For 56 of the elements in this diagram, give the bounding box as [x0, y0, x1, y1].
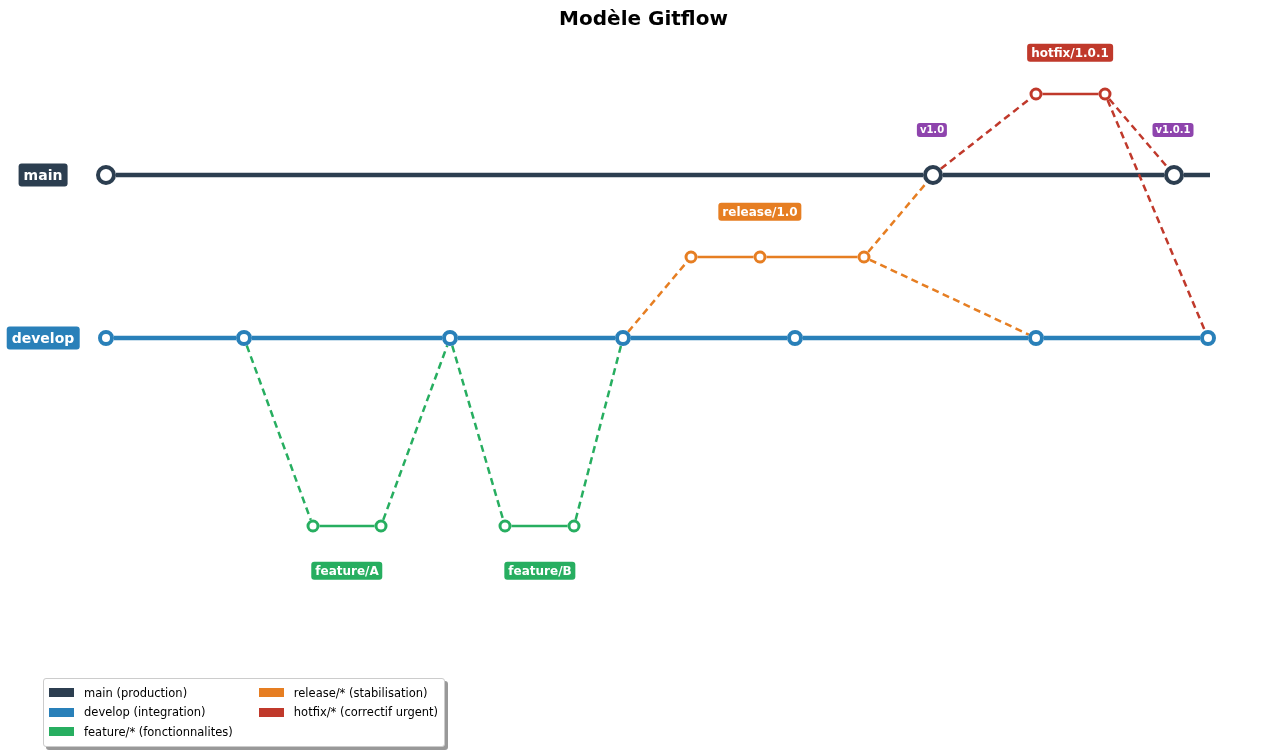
merge-line	[451, 345, 505, 521]
branch-label: hotfix/1.0.1	[1027, 43, 1113, 63]
merge-line	[574, 345, 623, 521]
branch-line	[631, 335, 787, 341]
commit-circle	[306, 519, 320, 533]
merge-line	[245, 345, 312, 521]
branch-line	[803, 335, 1028, 341]
branch-label: v1.0	[916, 123, 948, 137]
branch-label: v1.0.1	[1152, 123, 1194, 137]
commit-circle	[753, 250, 767, 264]
legend-label: hotfix/* (correctif urgent)	[293, 705, 439, 720]
branch-line	[1042, 92, 1099, 96]
branch-label: feature/A	[311, 561, 383, 581]
branch-line	[252, 335, 442, 341]
diagram-title: Modèle Gitflow	[558, 6, 729, 30]
branch-line	[943, 172, 1164, 178]
legend-label: release/* (stabilisation)	[293, 685, 428, 700]
commit-circle	[1028, 330, 1044, 346]
merge-line	[867, 181, 928, 253]
merge-line	[1108, 98, 1169, 169]
commit-circle	[615, 330, 631, 346]
commit-circle	[567, 519, 581, 533]
commit-circle	[98, 330, 114, 346]
commit-circle	[923, 165, 943, 185]
branch-line	[114, 335, 236, 341]
commit-circle	[96, 165, 116, 185]
branch-line	[697, 255, 754, 259]
commit-circle	[1029, 87, 1043, 101]
merge-line	[869, 258, 1030, 336]
commit-circle	[1098, 87, 1112, 101]
branch-line	[511, 524, 568, 528]
branch-line	[1184, 172, 1210, 178]
branch-line	[116, 172, 923, 178]
branch-line	[458, 335, 615, 341]
commit-circle	[1164, 165, 1184, 185]
branch-line	[766, 255, 858, 259]
commit-circle	[236, 330, 252, 346]
legend-label: develop (integration)	[84, 705, 206, 720]
commit-circle	[498, 519, 512, 533]
merge-line	[1106, 99, 1207, 332]
commit-circle	[857, 250, 871, 264]
branch-label: release/1.0	[718, 202, 802, 222]
commit-circle	[374, 519, 388, 533]
branch-label: main	[18, 163, 68, 187]
merge-line	[382, 345, 449, 521]
commit-circle	[1200, 330, 1216, 346]
branch-line	[1044, 335, 1200, 341]
commit-circle	[684, 250, 698, 264]
branch-label: feature/B	[504, 561, 576, 581]
branch-label: develop	[6, 326, 80, 350]
legend-label: main (production)	[84, 685, 188, 700]
branch-line	[319, 524, 375, 528]
merge-line	[627, 261, 688, 333]
commit-circle	[442, 330, 458, 346]
legend-label: feature/* (fonctionnalites)	[84, 724, 233, 739]
commit-circle	[787, 330, 803, 346]
